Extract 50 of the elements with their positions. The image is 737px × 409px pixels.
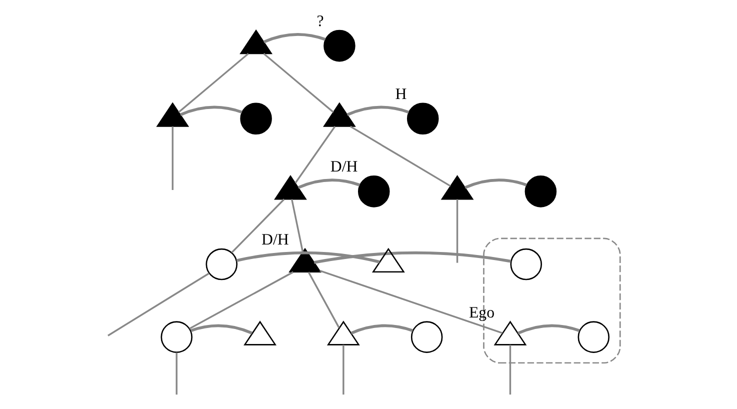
connector [179, 106, 242, 116]
node-triangle [440, 175, 474, 200]
connector [107, 272, 209, 336]
connector [262, 52, 334, 113]
connector [178, 52, 248, 113]
connector [290, 199, 304, 252]
node-circle [240, 102, 272, 135]
connector [297, 178, 360, 189]
connector [294, 126, 336, 184]
connector [236, 251, 380, 264]
node-triangle [288, 248, 321, 273]
node-triangle [493, 320, 526, 346]
connector [456, 199, 458, 263]
node-circle [406, 102, 438, 135]
node-triangle [326, 320, 360, 346]
node-triangle [243, 320, 276, 346]
connector [508, 344, 511, 395]
connector [319, 270, 502, 334]
node-label: H [394, 86, 406, 103]
node-circle [577, 321, 610, 353]
connector [517, 324, 580, 335]
connector [171, 126, 173, 190]
node-circle [410, 321, 442, 353]
connector [346, 106, 409, 116]
connector [190, 324, 252, 334]
node-triangle [322, 102, 356, 127]
node-circle [160, 321, 192, 353]
node-triangle [274, 175, 306, 200]
connector [350, 324, 413, 335]
connector [349, 126, 450, 187]
connector [175, 352, 177, 395]
node-label: Ego [468, 304, 494, 322]
node-circle [510, 248, 542, 280]
node-label: D/H [261, 232, 288, 249]
connector [188, 271, 294, 330]
node-label: ? [316, 13, 324, 30]
connector [313, 251, 511, 264]
node-triangle [156, 102, 189, 127]
connector [262, 32, 326, 44]
node-triangle [239, 29, 272, 54]
connector [464, 178, 526, 189]
connector [307, 272, 340, 328]
node-circle [357, 176, 390, 208]
node-circle [205, 248, 238, 280]
node-circle [323, 30, 355, 62]
connector [230, 198, 284, 254]
connector [342, 344, 344, 395]
node-circle [524, 176, 556, 208]
node-label: D/H [330, 158, 358, 176]
node-triangle [371, 248, 404, 273]
